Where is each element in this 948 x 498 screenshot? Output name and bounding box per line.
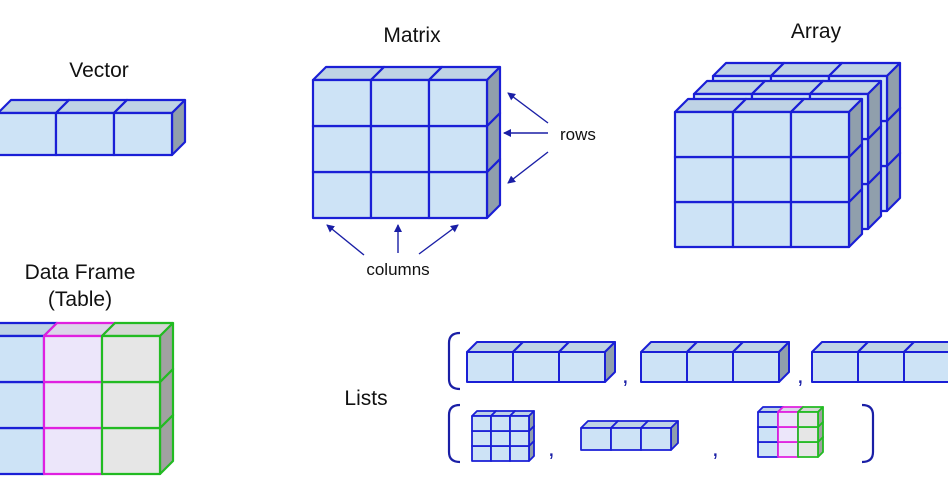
- columns-label: columns: [366, 260, 429, 279]
- lists-separators: , , , ,: [548, 362, 804, 462]
- data-frame-subtitle: (Table): [48, 288, 112, 311]
- cube: [100, 321, 175, 384]
- cube: [509, 440, 535, 462]
- list-comma: ,: [797, 362, 804, 389]
- cube: [797, 406, 824, 428]
- list-comma: ,: [712, 435, 719, 462]
- lists-row1-open-bracket: [447, 331, 461, 391]
- matrix-title: Matrix: [383, 24, 441, 47]
- rows-arrow-top: [507, 92, 549, 124]
- columns-arrow-left: [326, 224, 365, 256]
- cube: [789, 97, 864, 159]
- columns-arrows: [326, 224, 459, 256]
- data-frame-cubes: [0, 321, 175, 476]
- list-comma: ,: [548, 435, 555, 462]
- matrix-cubes: [311, 65, 502, 220]
- cube: [732, 341, 790, 383]
- lists-title: Lists: [344, 387, 387, 410]
- cube: [369, 65, 444, 128]
- list-comma: ,: [622, 362, 629, 389]
- data-frame-title: Data Frame: [25, 261, 136, 284]
- cube: [640, 420, 679, 451]
- lists-brackets: [447, 331, 875, 464]
- lists-cubes: [466, 341, 948, 462]
- rows-label: rows: [560, 125, 596, 144]
- array-title: Array: [791, 20, 842, 43]
- columns-arrow-right: [418, 224, 459, 255]
- lists-row2-open-bracket: [447, 403, 461, 464]
- cube: [903, 341, 948, 383]
- lists-row2-close-bracket: [861, 403, 875, 464]
- cube: [427, 65, 502, 128]
- array-cubes: [673, 61, 902, 249]
- cube: [509, 410, 535, 432]
- vector-title: Vector: [69, 59, 129, 82]
- vector-cubes: [0, 98, 187, 157]
- rows-arrow-bottom: [507, 151, 549, 184]
- rows-arrows: [503, 92, 549, 184]
- cube: [558, 341, 616, 383]
- cube: [112, 98, 187, 157]
